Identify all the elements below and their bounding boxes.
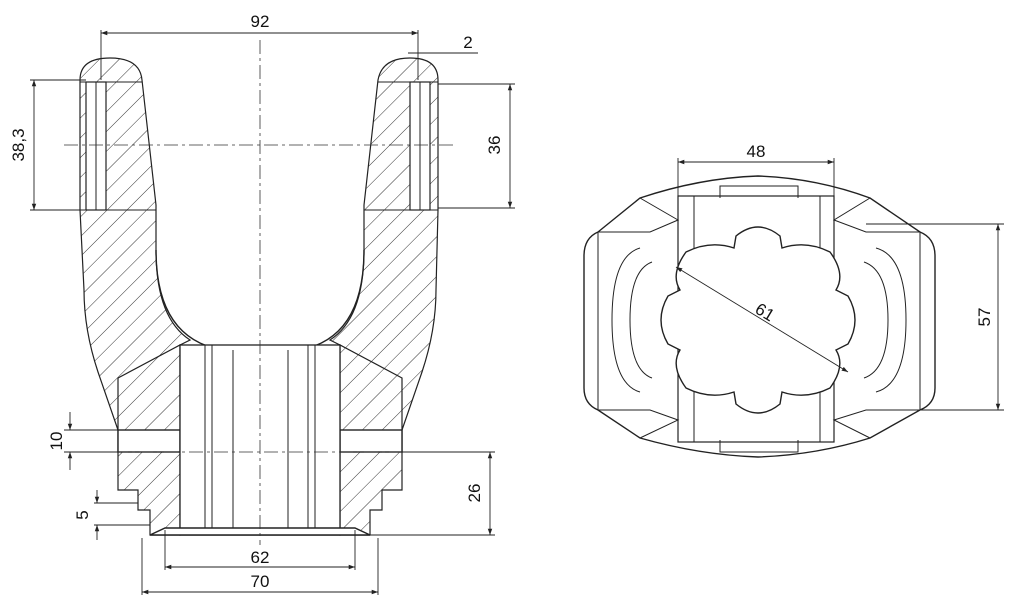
dim-label-10: 10 bbox=[47, 432, 66, 451]
dim-label-57: 57 bbox=[975, 308, 994, 327]
dim-label-62: 62 bbox=[251, 548, 270, 567]
dim-label-26: 26 bbox=[465, 484, 484, 503]
dim-label-48: 48 bbox=[747, 142, 766, 161]
dim-label-5: 5 bbox=[73, 510, 92, 519]
end-view: 48 61 57 bbox=[583, 142, 1004, 458]
dim-label-92: 92 bbox=[251, 12, 270, 31]
dim-label-70: 70 bbox=[251, 572, 270, 591]
dim-label-2: 2 bbox=[463, 33, 472, 52]
dim-label-38-3: 38,3 bbox=[9, 128, 28, 161]
side-view: 92 2 38,3 36 10 5 26 62 bbox=[9, 12, 515, 595]
dim-label-36: 36 bbox=[485, 136, 504, 155]
spline-profile bbox=[660, 226, 856, 414]
